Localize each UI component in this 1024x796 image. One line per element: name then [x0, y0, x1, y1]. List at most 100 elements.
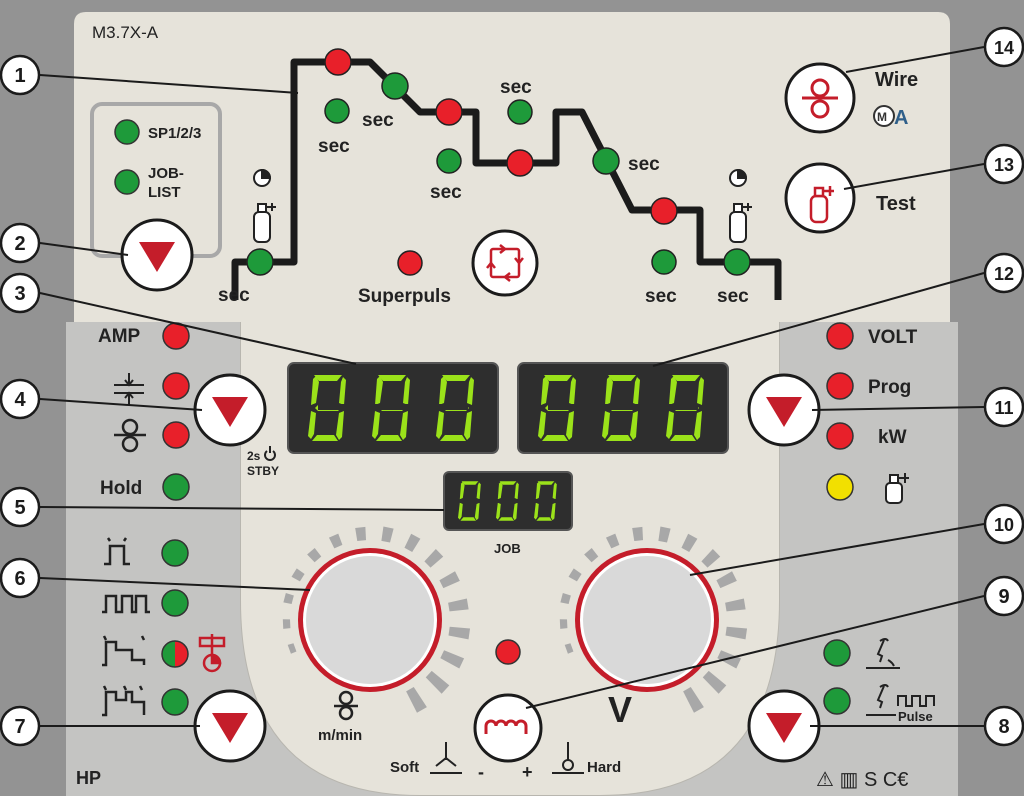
wire-speed-icon — [114, 418, 146, 453]
callout-circle — [0, 705, 41, 747]
slope-2-led — [592, 147, 620, 175]
program-select-button[interactable] — [120, 218, 194, 292]
sec-label-start: sec — [318, 136, 350, 157]
hold-led — [162, 473, 190, 501]
right-param-button[interactable] — [747, 373, 821, 447]
triangle-down-icon — [139, 242, 175, 272]
scale-segment — [355, 526, 367, 542]
choke-coil-icon — [484, 719, 528, 734]
4-step-led — [161, 589, 189, 617]
pulse-welding-icon — [866, 684, 935, 716]
cycle-arrows-icon — [486, 244, 524, 282]
gas-test-button[interactable] — [784, 162, 856, 234]
callout-circle — [0, 222, 41, 264]
callout-circle — [0, 378, 41, 420]
sec-label-slope1: sec — [362, 110, 394, 131]
dynamics-button[interactable] — [473, 693, 543, 763]
callout-circle — [983, 575, 1024, 617]
amp-led — [162, 322, 190, 350]
sec-label-secondary: sec — [500, 77, 532, 98]
spot-timer-icon — [198, 634, 226, 673]
voltage-knob-scale — [559, 526, 748, 713]
sequence-leds — [246, 48, 751, 276]
kw-led — [826, 422, 854, 450]
wire-label: Wire — [875, 69, 918, 91]
left-param-button[interactable] — [193, 373, 267, 447]
scale-segment — [564, 643, 574, 654]
scale-segment — [404, 533, 421, 553]
kw-label: kW — [878, 427, 907, 448]
callout-circle — [983, 252, 1024, 294]
callout-number-2: 2 — [14, 233, 25, 255]
scale-segment — [681, 533, 698, 553]
scale-segment — [448, 626, 471, 640]
scale-segment — [584, 547, 599, 563]
wire-inch-button[interactable] — [784, 62, 856, 134]
scale-segment — [307, 547, 322, 563]
scale-segment — [287, 643, 297, 654]
scale-segment — [683, 686, 704, 713]
sec-label-main: sec — [430, 182, 462, 203]
svg-text:A: A — [894, 107, 908, 129]
gas-postflow-icon — [729, 168, 752, 243]
superpuls-button[interactable] — [471, 229, 539, 297]
amp-label: AMP — [98, 326, 141, 347]
voltage-knob[interactable] — [575, 548, 719, 692]
special-mode-led — [161, 640, 189, 668]
wire-speed-unit-label: m/min — [318, 727, 362, 744]
left-side-area — [66, 322, 420, 796]
gas-preflow-led — [246, 248, 274, 276]
callout-circle — [0, 486, 41, 528]
joblist-label-2: LIST — [148, 184, 181, 201]
sec-label-postflow: sec — [717, 286, 749, 307]
thickness-led — [162, 372, 190, 400]
right-side-area — [600, 322, 958, 796]
test-label: Test — [876, 193, 916, 215]
triangle-down-icon — [766, 397, 802, 427]
joblist-led — [114, 169, 140, 195]
superpuls-led — [397, 250, 423, 276]
standard-welding-icon — [866, 638, 900, 669]
callout-number-9: 9 — [998, 586, 1009, 608]
operating-mode-button[interactable] — [193, 689, 267, 763]
scale-segment — [282, 619, 291, 629]
hold-label: Hold — [100, 478, 142, 499]
callout-circle — [0, 54, 41, 96]
soft-label: Soft — [390, 759, 419, 776]
material-thickness-icon — [114, 373, 144, 405]
minus-label: - — [478, 762, 484, 782]
slope-1-led — [381, 72, 409, 100]
hard-arc-icon — [552, 742, 584, 774]
volt-label: VOLT — [868, 327, 918, 348]
scale-segment — [568, 568, 582, 582]
left-display: 000 — [287, 362, 499, 454]
wire-feed-rolls-icon — [802, 78, 838, 119]
wire-speed-led — [162, 421, 190, 449]
callout-circle — [983, 386, 1024, 428]
callout-number-7: 7 — [14, 716, 25, 738]
scale-segment — [381, 526, 394, 543]
svg-text:M: M — [877, 110, 887, 124]
callout-number-5: 5 — [14, 497, 25, 519]
welding-mode-button[interactable] — [747, 689, 821, 763]
gas-cylinder-icon — [809, 186, 834, 224]
dynamics-led — [495, 639, 521, 665]
scale-segment — [283, 592, 294, 605]
secondary-current-led — [506, 149, 534, 177]
scale-segment — [440, 650, 465, 669]
start-current-led — [324, 48, 352, 76]
joblist-label-1: JOB- — [148, 165, 184, 182]
gas-cylinder-icon — [885, 473, 909, 504]
job-display: 000 — [443, 471, 573, 531]
scale-segment — [425, 670, 450, 694]
volt-led — [826, 322, 854, 350]
scale-segment — [559, 619, 568, 629]
scale-segment — [725, 626, 748, 640]
gas-postflow-led — [723, 248, 751, 276]
power-icon — [264, 446, 276, 461]
scale-segment — [439, 571, 460, 589]
wire-speed-knob[interactable] — [298, 548, 442, 692]
superpuls-label: Superpuls — [358, 286, 451, 307]
pulse-mode-led — [823, 687, 851, 715]
triangle-down-icon — [212, 397, 248, 427]
